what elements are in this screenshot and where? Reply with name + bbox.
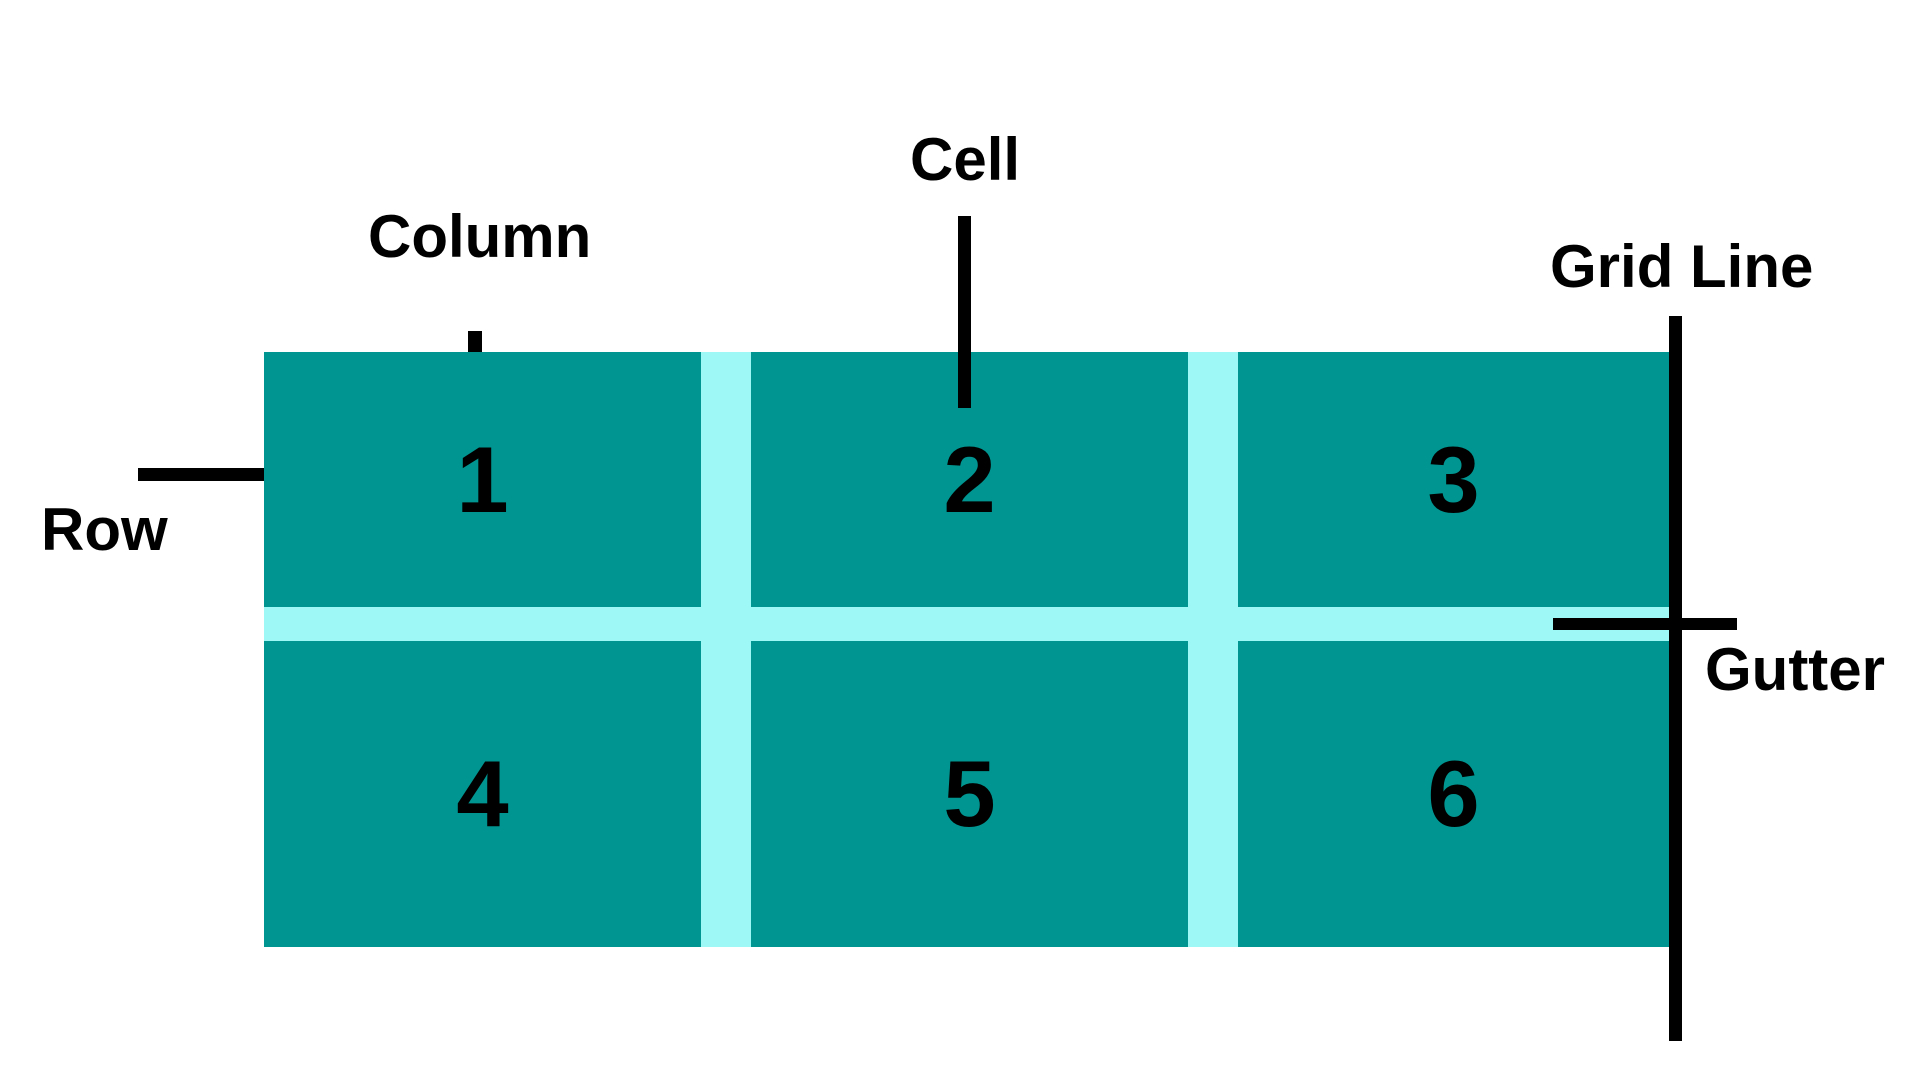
grid-cell-3: 3 — [1238, 352, 1669, 607]
cell-pointer-line — [958, 216, 971, 408]
cell-number: 1 — [456, 426, 509, 532]
cell-number: 3 — [1427, 426, 1480, 532]
gutter-label: Gutter — [1705, 636, 1885, 703]
grid-cell-5: 5 — [751, 641, 1188, 947]
cell-number: 4 — [456, 741, 509, 846]
cell-label: Cell — [910, 126, 1021, 193]
cell-number: 5 — [943, 741, 996, 846]
grid-cell-4: 4 — [264, 641, 701, 947]
grid-line-pointer — [1669, 316, 1682, 1041]
column-label: Column — [368, 203, 592, 270]
row-label: Row — [41, 496, 168, 563]
column-pointer-line — [468, 331, 482, 352]
grid-line-label: Grid Line — [1550, 233, 1814, 300]
cell-number: 2 — [943, 426, 996, 532]
row-pointer-line — [138, 468, 264, 481]
grid-cell-1: 1 — [264, 352, 701, 607]
grid-cell-6: 6 — [1238, 641, 1669, 947]
gutter-pointer-line — [1553, 618, 1737, 630]
cell-number: 6 — [1427, 741, 1480, 846]
